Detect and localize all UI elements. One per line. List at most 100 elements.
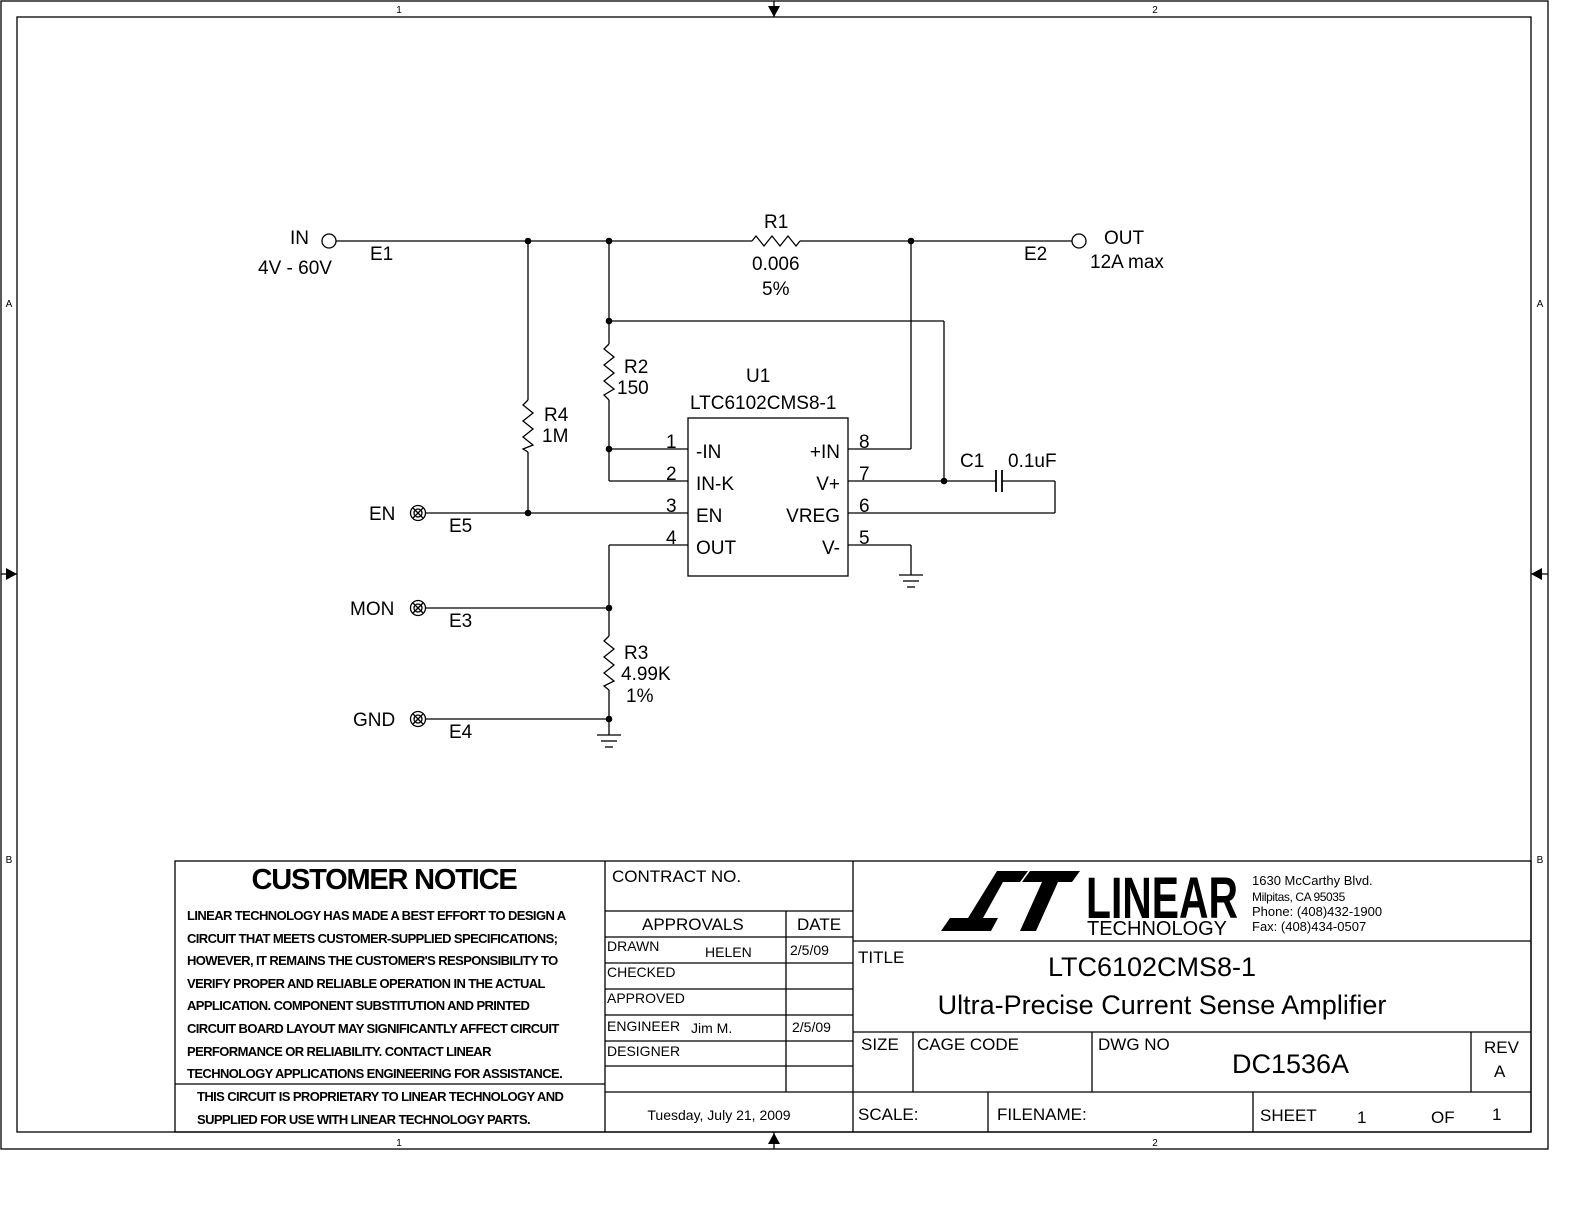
sheet-number: 1 <box>1357 1108 1366 1127</box>
contract-no-label: CONTRACT NO. <box>612 867 741 886</box>
label-pin2-name: IN-K <box>696 474 734 495</box>
proprietary-line: THIS CIRCUIT IS PROPRIETARY TO LINEAR TE… <box>197 1089 564 1104</box>
terminal-e2 <box>1071 233 1087 249</box>
customer-notice-body: LINEAR TECHNOLOGY HAS MADE A BEST EFFORT… <box>187 905 566 1086</box>
zone-row-a-right: A <box>1537 299 1544 310</box>
logo-subtitle: TECHNOLOGY <box>1087 918 1227 940</box>
rev-value: A <box>1494 1062 1506 1081</box>
size-label: SIZE <box>861 1035 899 1054</box>
notice-line: VERIFY PROPER AND RELIABLE OPERATION IN … <box>187 975 545 991</box>
approved-label: APPROVED <box>607 990 685 1006</box>
engineer-date: 2/5/09 <box>792 1019 831 1035</box>
notice-line: CIRCUIT THAT MEETS CUSTOMER-SUPPLIED SPE… <box>187 930 558 946</box>
drawn-date: 2/5/09 <box>790 942 829 958</box>
r1-symbol <box>751 234 801 248</box>
terminal-e1 <box>321 233 337 249</box>
label-e4: E4 <box>449 722 473 743</box>
approvals-header: APPROVALS <box>642 915 744 934</box>
schematic-labels: IN 4V - 60V E1 R1 0.006 5% OUT 12A max E… <box>258 212 1164 743</box>
notice-line: LINEAR TECHNOLOGY HAS MADE A BEST EFFORT… <box>187 908 566 923</box>
label-gnd: GND <box>353 710 395 731</box>
r3-symbol <box>602 635 616 691</box>
address-line-2: Milpitas, CA 95035 <box>1252 890 1346 904</box>
label-pin8-name: +IN <box>810 442 840 463</box>
label-in-range: 4V - 60V <box>258 258 332 279</box>
zone-col-2-bottom: 2 <box>1152 1138 1158 1149</box>
label-pin7-name: V+ <box>816 474 840 495</box>
dwg-no-value: DC1536A <box>1232 1049 1349 1079</box>
label-pin5-name: V- <box>822 538 840 559</box>
u1-chip-body <box>687 417 849 577</box>
c1-symbol <box>995 470 1003 492</box>
label-mon: MON <box>350 599 394 620</box>
label-r1-ref: R1 <box>764 212 788 233</box>
label-r4-value: 1M <box>542 426 568 447</box>
fax-line: Fax: (408)434-0507 <box>1252 919 1366 934</box>
label-en: EN <box>369 504 395 525</box>
zone-row-b-right: B <box>1537 855 1544 866</box>
customer-notice-title: CUSTOMER NOTICE <box>251 864 517 896</box>
engineer-name: Jim M. <box>691 1020 732 1036</box>
label-r2-value: 150 <box>617 378 649 399</box>
drawn-name: HELEN <box>705 944 752 960</box>
label-out: OUT <box>1104 228 1145 249</box>
label-pin1-name: -IN <box>696 442 721 463</box>
zone-row-b-left: B <box>6 855 13 866</box>
label-pin4-name: OUT <box>696 538 737 559</box>
zone-col-1-bottom: 1 <box>396 1138 402 1149</box>
label-r3-value: 4.99K <box>621 664 671 685</box>
date-header: DATE <box>797 915 841 934</box>
border-arrows <box>6 6 1542 1144</box>
terminal-e3 <box>409 599 427 617</box>
label-in: IN <box>290 228 309 249</box>
terminal-e5 <box>409 504 427 522</box>
notice-line: TECHNOLOGY APPLICATIONS ENGINEERING FOR … <box>187 1066 563 1082</box>
label-pin6-name: VREG <box>786 506 840 527</box>
junction-dots <box>524 237 948 723</box>
proprietary-line: SUPPLIED FOR USE WITH LINEAR TECHNOLOGY … <box>197 1112 531 1127</box>
label-r3-tol: 1% <box>626 686 654 707</box>
ground-symbols <box>597 574 923 748</box>
label-pin8-num: 8 <box>859 432 870 453</box>
filename-label: FILENAME: <box>997 1105 1087 1124</box>
cage-code-label: CAGE CODE <box>917 1035 1019 1054</box>
phone-line: Phone: (408)432-1900 <box>1252 904 1382 919</box>
label-pin1-num: 1 <box>666 432 677 453</box>
label-r1-tol: 5% <box>762 279 790 300</box>
terminals <box>321 233 1087 728</box>
wires <box>336 240 1073 735</box>
address-line-1: 1630 McCarthy Blvd. <box>1252 873 1373 888</box>
notice-line: APPLICATION. COMPONENT SUBSTITUTION AND … <box>187 998 530 1014</box>
resistors <box>521 234 801 691</box>
title-description: Ultra-Precise Current Sense Amplifier <box>938 990 1387 1020</box>
drawn-label: DRAWN <box>607 938 659 954</box>
border-zone-labels: 1 2 1 2 A A B B <box>6 5 1544 1149</box>
title-part: LTC6102CMS8-1 <box>1048 952 1256 982</box>
label-pin5-num: 5 <box>859 528 870 549</box>
sheet-total: 1 <box>1492 1105 1501 1124</box>
r4-symbol <box>521 399 535 453</box>
label-u1-part: LTC6102CMS8-1 <box>690 393 836 414</box>
notice-line: PERFORMANCE OR RELIABILITY. CONTACT LINE… <box>187 1043 491 1059</box>
label-c1-ref: C1 <box>960 451 984 472</box>
linear-logo-icon <box>941 871 1080 931</box>
label-e1: E1 <box>370 244 393 265</box>
checked-label: CHECKED <box>607 964 675 980</box>
zone-col-1-top: 1 <box>396 5 402 16</box>
r2-symbol <box>602 343 616 401</box>
label-e3: E3 <box>449 611 472 632</box>
of-label: OF <box>1431 1108 1455 1127</box>
print-date: Tuesday, July 21, 2009 <box>647 1107 790 1123</box>
label-pin3-name: EN <box>696 506 722 527</box>
rev-label: REV <box>1484 1038 1520 1057</box>
label-pin3-num: 3 <box>666 496 677 517</box>
zone-col-2-top: 2 <box>1152 5 1158 16</box>
label-pin4-num: 4 <box>666 528 677 549</box>
label-e2: E2 <box>1024 244 1047 265</box>
label-pin6-num: 6 <box>859 496 870 517</box>
scale-label: SCALE: <box>858 1105 918 1124</box>
label-u1-ref: U1 <box>746 366 770 387</box>
label-pin2-num: 2 <box>666 464 677 485</box>
ground-symbol-u1 <box>899 574 923 588</box>
